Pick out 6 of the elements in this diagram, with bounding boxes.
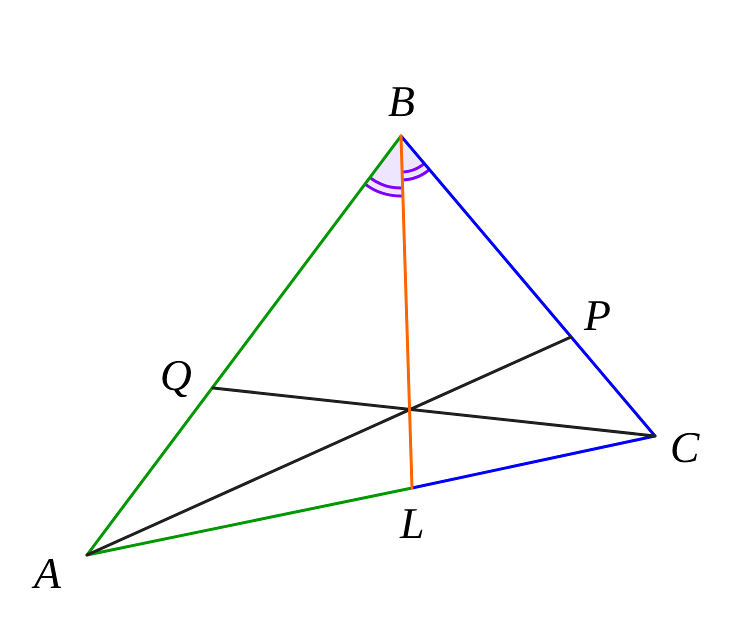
point-label: C — [670, 426, 700, 470]
point-label: Q — [160, 354, 192, 398]
point-label: A — [34, 552, 61, 596]
point-label: B — [388, 80, 415, 124]
point-label: P — [584, 294, 611, 338]
point-label: L — [400, 502, 424, 546]
